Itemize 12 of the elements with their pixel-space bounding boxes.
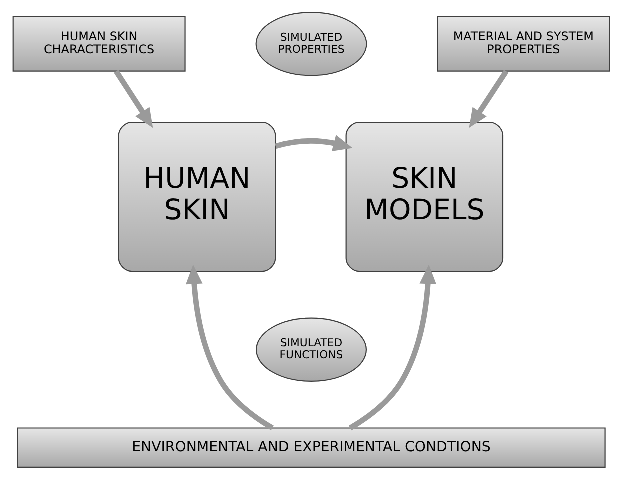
node-box: SKIN MODELS [345,122,504,272]
node-box: MATERIAL AND SYSTEM PROPERTIES [436,16,610,72]
node-box: HUMAN SKIN [118,122,276,272]
node-ellipse: SIMULATED PROPERTIES [255,12,367,76]
node-ellipse: SIMULATED FUNCTIONS [256,318,366,382]
node-box: HUMAN SKIN CHARACTERISTICS [12,16,186,72]
arrow [274,135,352,152]
arrow [468,70,508,128]
arrow [348,264,436,431]
arrow [185,264,274,431]
arrow [114,70,153,128]
node-box: ENVIRONMENTAL AND EXPERIMENTAL CONDTIONS [16,428,606,468]
